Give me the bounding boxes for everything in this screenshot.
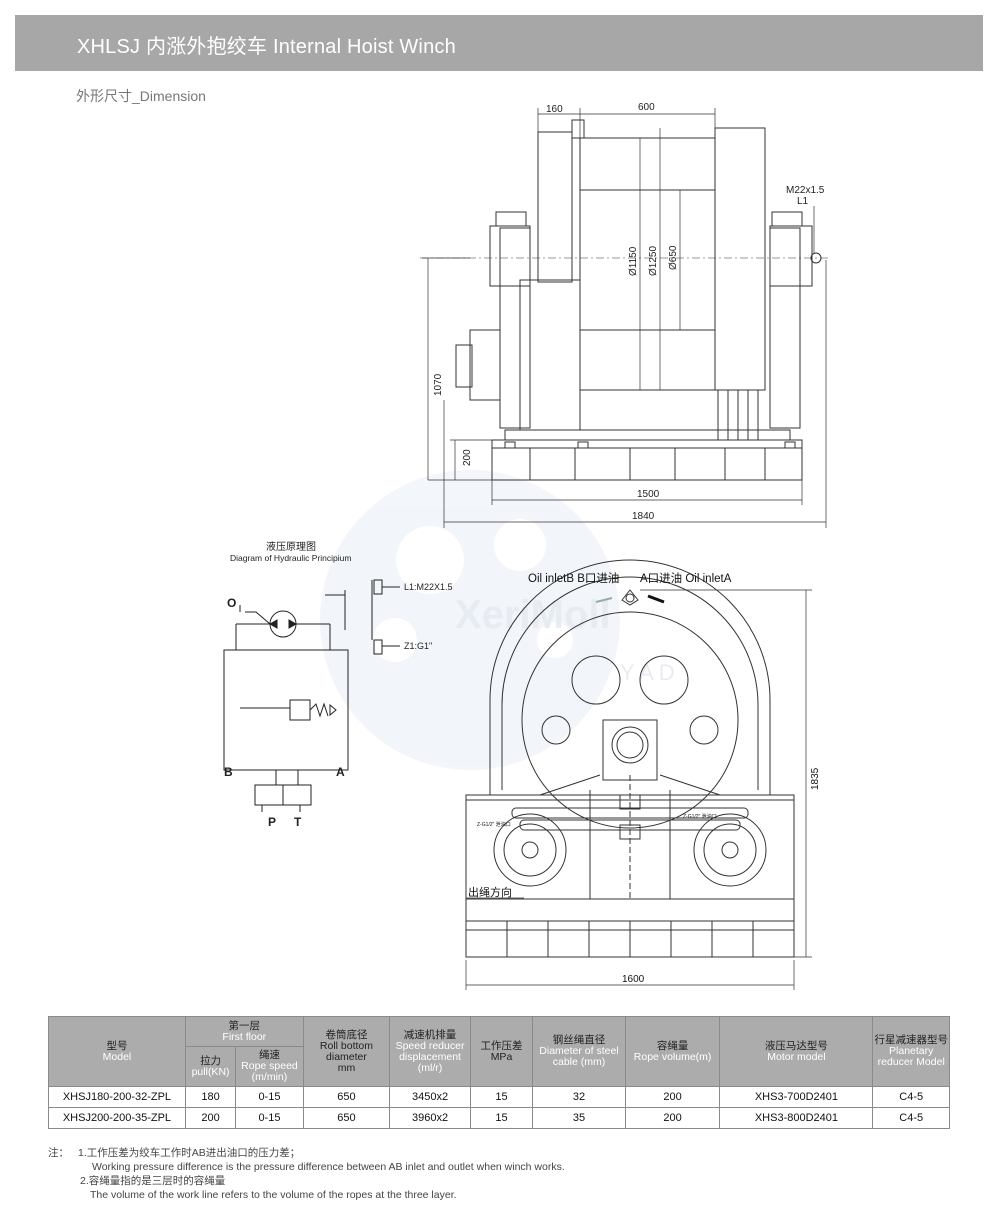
oil-inlet-a: A口进油 Oil inletA [640, 571, 732, 585]
note-1-zh: 1.工作压差为绞车工作时AB进出油口的压力差； [78, 1147, 301, 1159]
hydraulic-title-zh: 液压原理图 [266, 540, 316, 553]
rope-direction: 出绳方向 [468, 885, 512, 899]
drain-tag-left: Z-G1/2" 泄油口 [477, 821, 511, 828]
notes-label: 注： [48, 1147, 69, 1159]
dim-1840: 1840 [632, 511, 655, 522]
port-o: O [227, 596, 236, 610]
port-b: B [224, 765, 233, 779]
drain-tag-right: Z-G1/2" 泄油口 [683, 813, 717, 820]
table-row: XHSJ200-200-35-ZPL 200 0-15 650 3960x2 1… [48, 1107, 950, 1129]
port-p: P [268, 815, 276, 829]
watermark-sub: Y A D [620, 660, 675, 685]
port-l1: L1:M22X1.5 [404, 582, 453, 592]
table-row: XHSJ180-200-32-ZPL 180 0-15 650 3450x2 1… [48, 1086, 950, 1108]
header-bar: XHLSJ 内涨外抱绞车 Internal Hoist Winch [15, 15, 983, 71]
dim-d1150: Ø1150 [628, 246, 639, 276]
technical-drawing: XeriMoll Y A D [223, 102, 830, 990]
hydraulic-diagram: 液压原理图 Diagram of Hydraulic Principium [223, 540, 453, 829]
note-2-en: The volume of the work line refers to th… [90, 1189, 457, 1201]
dim-m22: M22x1.5 [786, 185, 825, 196]
dim-1500: 1500 [637, 489, 660, 500]
dim-160: 160 [546, 104, 563, 115]
watermark: XeriMoll Y A D [320, 470, 675, 770]
dim-d650: Ø650 [668, 245, 679, 270]
side-view-labels: Oil inletB B口进油 A口进油 Oil inletA 出绳方向 183… [468, 571, 821, 985]
oil-inlet-b: Oil inletB B口进油 [528, 571, 619, 585]
dim-600: 600 [638, 102, 655, 113]
dim-1070: 1070 [433, 373, 444, 396]
note-2-zh: 2.容绳量指的是三层时的容绳量 [80, 1175, 226, 1187]
page-title: XHLSJ 内涨外抱绞车 Internal Hoist Winch [77, 36, 456, 58]
note-1-en: Working pressure difference is the press… [92, 1161, 565, 1173]
dim-l1: L1 [797, 196, 809, 207]
hydraulic-title-en: Diagram of Hydraulic Principium [230, 553, 351, 563]
front-view-dimensions: 160 600 M22x1.5 L1 Ø1150 Ø1250 Ø650 1070… [433, 102, 825, 522]
section-subtitle: 外形尺寸_Dimension [76, 88, 206, 104]
winch-side-view [465, 559, 812, 990]
port-z1: Z1:G1" [404, 641, 432, 651]
port-t: T [294, 815, 302, 829]
winch-front-view [420, 108, 830, 528]
arrow-a-icon [647, 594, 665, 604]
dim-1835: 1835 [810, 767, 821, 790]
dim-200: 200 [462, 449, 473, 466]
dim-d1250: Ø1250 [648, 246, 659, 276]
arrow-b-icon [595, 597, 613, 603]
port-a: A [336, 765, 345, 779]
watermark-brand: XeriMoll [455, 593, 611, 637]
dim-1600: 1600 [622, 974, 645, 985]
